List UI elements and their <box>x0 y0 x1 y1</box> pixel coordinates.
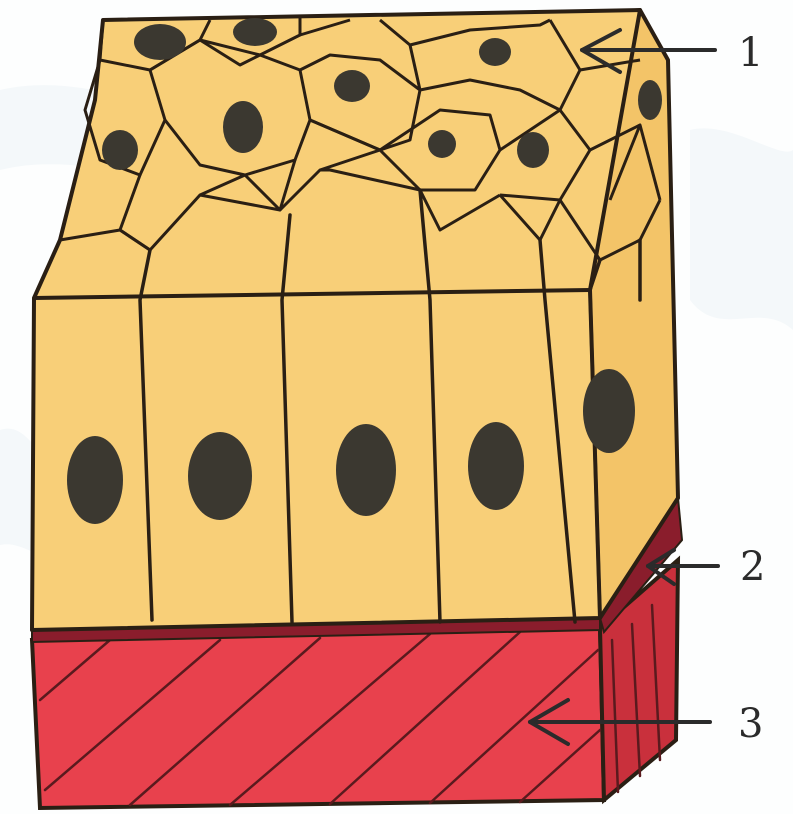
nucleus-surface-3 <box>334 70 370 102</box>
epithelium-layer <box>32 10 678 630</box>
callout-label-1: 1 <box>738 30 763 76</box>
connective-tissue-front <box>32 628 604 808</box>
nucleus-surface-7 <box>428 130 456 158</box>
nucleus-surface-9 <box>638 80 662 120</box>
callout-label-2: 2 <box>740 544 765 590</box>
nucleus-columnar-3 <box>336 424 396 516</box>
nucleus-surface-8 <box>517 132 549 168</box>
nucleus-surface-2 <box>233 18 277 46</box>
nucleus-surface-6 <box>223 101 263 153</box>
nucleus-surface-1 <box>134 24 186 60</box>
nucleus-surface-5 <box>102 130 138 170</box>
nucleus-columnar-5 <box>583 369 635 453</box>
nucleus-columnar-2 <box>188 432 252 520</box>
nucleus-surface-4 <box>479 38 511 66</box>
nucleus-columnar-4 <box>468 422 524 510</box>
callout-label-3: 3 <box>738 701 763 747</box>
nucleus-columnar-1 <box>67 436 123 524</box>
